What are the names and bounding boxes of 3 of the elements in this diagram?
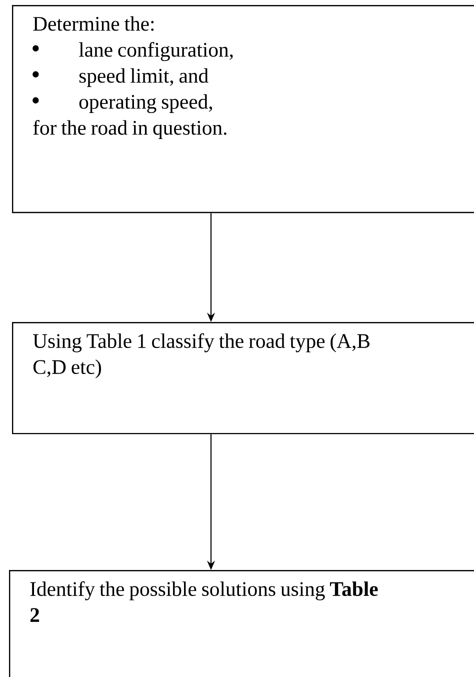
process-box: Determine the: lane configuration, speed limit, and operating speed, for the road in question. — [12, 5, 474, 214]
process-box: Using Table 1 classify the road type (A,B C,D etc) — [12, 322, 474, 434]
process-box: Identify the possible solutions using Table 2 — [9, 570, 474, 677]
